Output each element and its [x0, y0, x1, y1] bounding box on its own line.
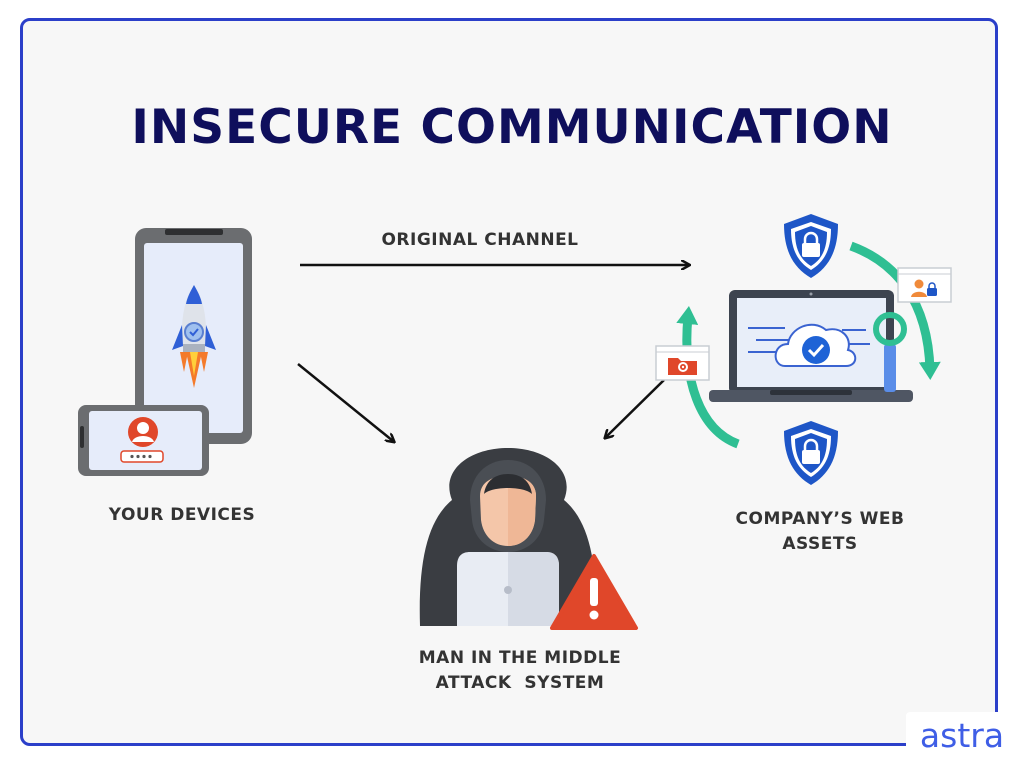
- mitm-label-line2: ATTACK SYSTEM: [435, 673, 605, 693]
- company-assets-label-line2: ASSETS: [782, 534, 858, 554]
- settings-folder-window-icon: [655, 345, 710, 381]
- tablet-login-icon: [78, 405, 209, 476]
- page-title: INSECURE COMMUNICATION: [131, 100, 893, 155]
- devices-to-mitm-arrow: [297, 363, 393, 441]
- rocket-icon: [172, 285, 216, 388]
- astra-logo: astra: [906, 712, 1018, 760]
- user-lock-window-icon: [897, 267, 952, 303]
- original-channel-label: ORIGINAL CHANNEL: [381, 230, 579, 250]
- magnifier-icon: [873, 312, 907, 392]
- shield-lock-icon: [784, 421, 838, 485]
- mitm-label-line1: MAN IN THE MIDDLE: [418, 648, 622, 668]
- hacker-icon: [419, 448, 597, 626]
- company-assets-label-line1: COMPANY’S WEB: [735, 509, 905, 529]
- company-assets-label: COMPANY’S WEB ASSETS: [700, 507, 940, 557]
- warning-icon: [550, 554, 638, 630]
- assets-to-mitm-arrow: [606, 379, 665, 437]
- shield-lock-icon: [784, 214, 838, 278]
- mitm-label: MAN IN THE MIDDLE ATTACK SYSTEM: [380, 646, 660, 696]
- cloud-check-icon: [774, 323, 857, 367]
- your-devices-label: YOUR DEVICES: [108, 505, 256, 525]
